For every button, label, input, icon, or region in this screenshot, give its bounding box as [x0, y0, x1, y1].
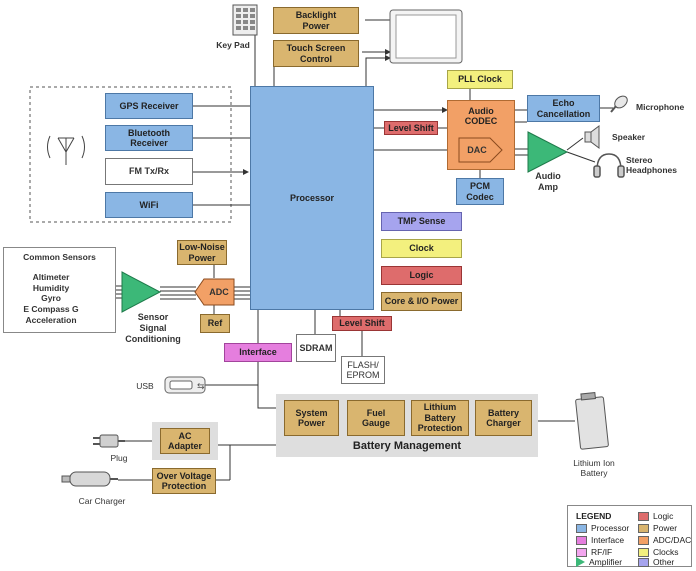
legend: LEGEND Processor Logic Interface Power R… [567, 505, 692, 567]
sdram-block: SDRAM [296, 334, 336, 362]
common-sensors-title: Common Sensors [23, 252, 96, 262]
keypad-icon [232, 4, 258, 36]
pll-clock-block: PLL Clock [447, 70, 513, 89]
wifi-block: WiFi [105, 192, 193, 218]
usb-label: USB [136, 381, 154, 391]
battery-management-title: Battery Management [352, 440, 462, 452]
system-power-block: System Power [284, 400, 339, 436]
sensor-conditioning-label: Sensor Signal Conditioning [125, 312, 181, 344]
speaker-icon [584, 125, 600, 149]
touch-screen-control-block: Touch Screen Control [273, 40, 359, 67]
headphones-label: Stereo Headphones [626, 155, 678, 176]
low-noise-power-block: Low-Noise Power [177, 240, 227, 265]
display-screen-icon [389, 9, 463, 64]
adc-shape [194, 278, 235, 306]
sensor-amp-triangle [121, 271, 162, 313]
adc-label: ADC [209, 287, 229, 297]
legend-item-clocks: Clocks [638, 547, 679, 557]
ac-adapter-block: AC Adapter [160, 428, 210, 454]
over-voltage-protection-block: Over Voltage Protection [152, 468, 216, 494]
dac-shape [458, 137, 503, 163]
car-charger-icon [61, 471, 118, 487]
plug-label: Plug [110, 453, 128, 463]
logic-block: Logic [381, 266, 462, 285]
level-shift-top-block: Level Shift [384, 121, 438, 135]
echo-cancellation-block: Echo Cancellation [527, 95, 600, 122]
flash-eprom-block: FLASH/ EPROM [341, 356, 385, 384]
pcm-codec-block: PCM Codec [456, 178, 504, 205]
interface-block: Interface [224, 343, 292, 362]
ref-block: Ref [200, 314, 230, 333]
legend-item-interface: Interface [576, 535, 624, 545]
legend-title: LEGEND [576, 511, 612, 521]
level-shift-bottom-block: Level Shift [332, 316, 392, 331]
car-charger-label: Car Charger [78, 496, 126, 506]
legend-item-power: Power [638, 523, 677, 533]
common-sensors-box: Common Sensors Altimeter Humidity Gyro E… [3, 247, 116, 333]
legend-item-processor: Processor [576, 523, 629, 533]
fm-txrx-block: FM Tx/Rx [105, 158, 193, 185]
keypad-label: Key Pad [216, 40, 250, 50]
backlight-power-block: Backlight Power [273, 7, 359, 34]
lithium-ion-battery-icon [575, 391, 609, 450]
microphone-icon [610, 95, 628, 113]
core-io-power-block: Core & I/O Power [381, 292, 462, 311]
clock-block: Clock [381, 239, 462, 258]
audio-amp-triangle [527, 131, 569, 173]
legend-item-amplifier: Amplifier [576, 557, 622, 567]
lithium-battery-protection-block: Lithium Battery Protection [411, 400, 469, 436]
common-sensors-list: Altimeter Humidity Gyro E Compass G Acce… [23, 272, 79, 325]
lithium-ion-label: Lithium Ion Battery [573, 458, 615, 479]
headphones-icon [593, 153, 625, 178]
fuel-gauge-block: Fuel Gauge [347, 400, 405, 436]
gps-receiver-block: GPS Receiver [105, 93, 193, 119]
legend-item-logic: Logic [638, 511, 673, 521]
audio-codec-label: Audio CODEC [464, 106, 498, 127]
processor-block: Processor [250, 86, 374, 310]
speaker-label: Speaker [612, 132, 646, 142]
battery-charger-block: Battery Charger [475, 400, 532, 436]
svg-text:⇆: ⇆ [197, 382, 205, 392]
audio-amp-label: Audio Amp [535, 171, 561, 192]
bluetooth-receiver-block: Bluetooth Receiver [105, 125, 193, 151]
tmp-sense-block: TMP Sense [381, 212, 462, 231]
dac-label: DAC [467, 145, 487, 155]
microphone-label: Microphone [636, 102, 685, 112]
legend-item-other: Other [638, 557, 674, 567]
legend-item-rfif: RF/IF [576, 547, 612, 557]
antenna-icon [47, 135, 85, 165]
plug-icon [93, 434, 125, 448]
usb-port-icon: ⇆ [164, 376, 206, 394]
legend-item-adcdac: ADC/DAC [638, 535, 691, 545]
